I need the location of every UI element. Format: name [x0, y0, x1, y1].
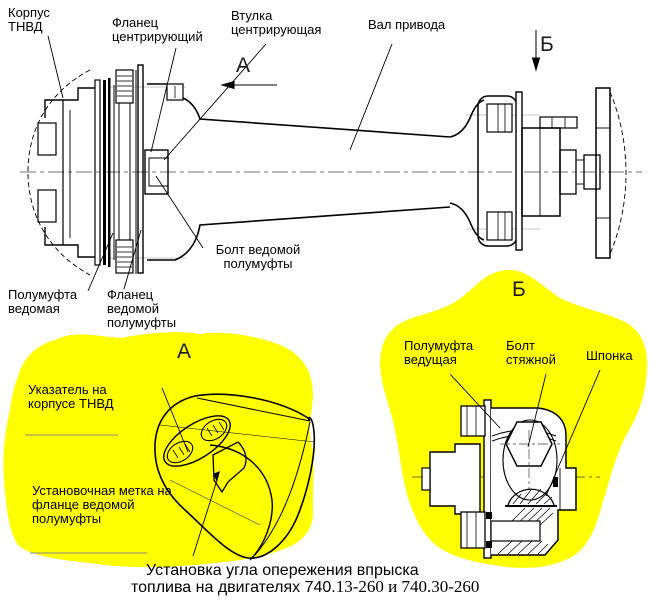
label-centering-sleeve: Втулка центрирующая: [231, 8, 322, 37]
key-hatching: [512, 488, 553, 505]
driven-coupling-stack: [94, 64, 144, 274]
centering-sleeve: [144, 149, 169, 195]
caption-line2: топлива на двигателях 740.13-260 и 740.3…: [131, 578, 479, 596]
caption-line1: Установка угла опережения впрыска: [146, 562, 419, 579]
detail-b-title: Б: [512, 278, 526, 301]
slot-hatching: [172, 421, 225, 459]
label-driving-coupling: Полумуфта ведущая: [404, 338, 474, 367]
detail-a-title: А: [177, 340, 192, 363]
label-driven-coupling: Полумуфта ведомая: [8, 287, 78, 316]
label-driven-coupling-flange: Фланец ведомой полумуфты: [107, 287, 177, 330]
detail-a-highlight-blob: [3, 332, 314, 568]
detail-a-drawing: [154, 393, 316, 561]
label-key: Шпонка: [586, 348, 633, 363]
setting-mark-glyph: [213, 471, 220, 482]
label-drive-shaft: Вал привода: [368, 17, 446, 32]
view-b-letter: Б: [540, 33, 554, 56]
coupling-bolt-top: [115, 69, 134, 104]
driving-coupling-assembly: [477, 87, 627, 259]
detail-b-drawing: [412, 399, 600, 559]
label-centering-flange: Фланец центрирующий: [112, 15, 203, 44]
caption-line2-sans: топлива на двигателях 740.: [131, 579, 336, 596]
caption-line2-engine-models: 13-260 и 740.30-260: [335, 577, 480, 596]
leader-lines-main: [47, 35, 393, 292]
label-driven-coupling-bolt: Болт ведомой полумуфты: [215, 242, 301, 271]
coupling-bolt-bottom: [115, 239, 134, 274]
view-a-arrow: [220, 80, 277, 90]
view-b-arrow: [531, 30, 541, 72]
label-underlines: [25, 434, 147, 554]
label-setting-mark: Установочная метка на фланце ведомой пол…: [32, 483, 172, 526]
label-pointer-on-housing: Указатель на корпусе ТНВД: [28, 382, 114, 411]
label-tie-bolt: Болт стяжной: [506, 338, 556, 367]
pump-housing: [27, 69, 95, 276]
leader-lines-detail-b: [449, 369, 601, 497]
view-a-letter: А: [236, 54, 251, 77]
label-pump-housing: Корпус ТНВД: [8, 5, 50, 34]
leader-lines-detail-a: [161, 387, 218, 557]
